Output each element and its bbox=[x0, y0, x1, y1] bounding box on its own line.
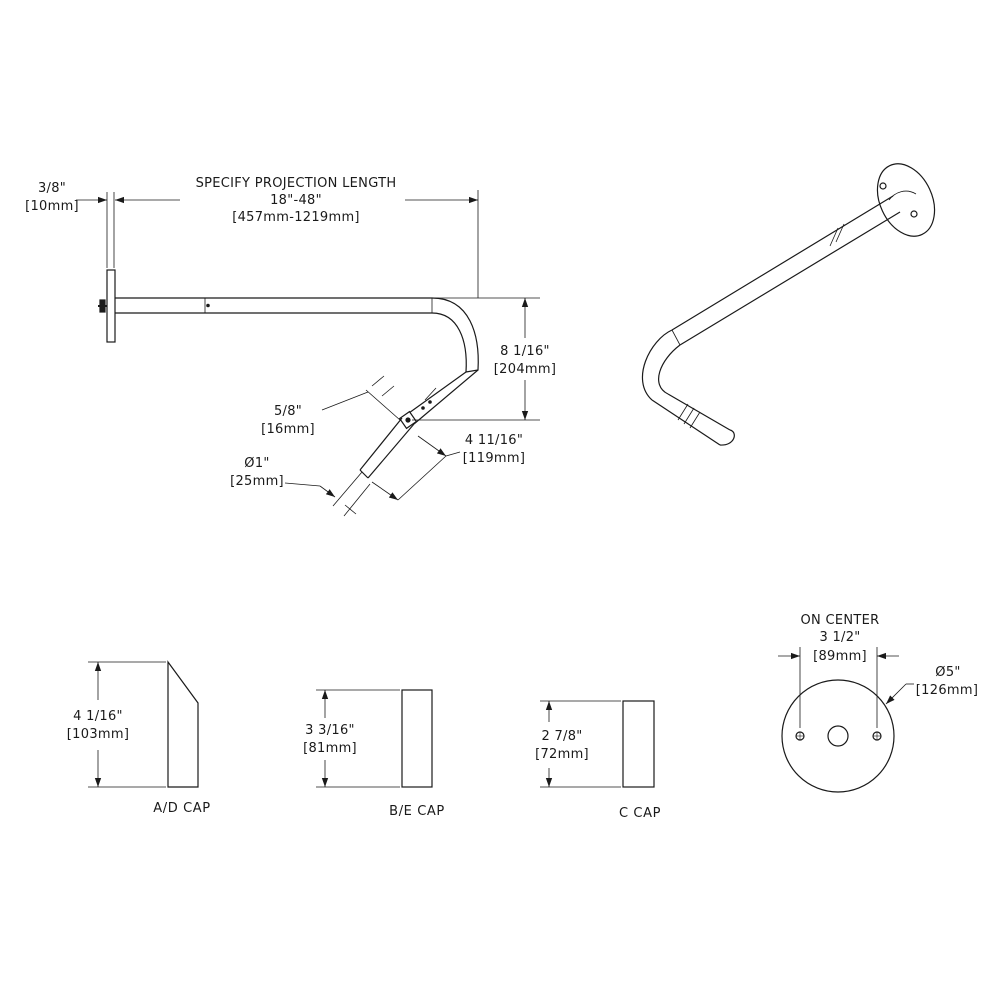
cap-c-height-in: 2 7/8" bbox=[541, 729, 583, 744]
on-center-label: ON CENTER bbox=[800, 613, 880, 628]
cap-ad-drawing bbox=[88, 660, 199, 788]
backplate-drawing bbox=[778, 647, 914, 793]
backplate-diameter-mm: [126mm] bbox=[915, 683, 979, 698]
center-hole bbox=[827, 725, 849, 747]
iso-backplate bbox=[876, 163, 936, 237]
drop-height-in: 8 1/16" bbox=[500, 344, 550, 359]
on-center-mm: [89mm] bbox=[813, 649, 867, 664]
tube-offset-dimension bbox=[321, 375, 401, 421]
backplate-disc bbox=[781, 679, 895, 793]
plate-thickness-mm: [10mm] bbox=[25, 199, 79, 214]
cap-be-height-in: 3 3/16" bbox=[305, 723, 355, 738]
diameter-dimension bbox=[284, 471, 371, 517]
side-view-arm bbox=[98, 269, 479, 479]
tube-offset-in: 5/8" bbox=[273, 404, 303, 419]
end-length-dimension bbox=[371, 435, 461, 501]
cap-c-height-mm: [72mm] bbox=[535, 747, 589, 762]
cap-ad-label: A/D CAP bbox=[153, 801, 211, 816]
drop-height-mm: [204mm] bbox=[493, 362, 557, 377]
cap-be-height-mm: [81mm] bbox=[303, 741, 357, 756]
projection-label: SPECIFY PROJECTION LENGTH bbox=[195, 176, 397, 191]
cap-be-label: B/E CAP bbox=[389, 804, 445, 819]
isometric-view-arm bbox=[641, 163, 936, 446]
projection-dimension bbox=[76, 190, 479, 298]
projection-range-in: 18"-48" bbox=[270, 193, 322, 208]
end-length-mm: [119mm] bbox=[462, 451, 526, 466]
cap-c-drawing bbox=[540, 700, 655, 788]
cap-be-drawing bbox=[316, 689, 433, 788]
cap-c-label: C CAP bbox=[618, 806, 662, 821]
plate-thickness-in: 3/8" bbox=[37, 181, 67, 196]
projection-range-mm: [457mm-1219mm] bbox=[232, 210, 360, 225]
end-length-in: 4 11/16" bbox=[464, 433, 524, 448]
backplate-diameter-in: Ø5" bbox=[935, 665, 961, 680]
on-center-in: 3 1/2" bbox=[819, 630, 861, 645]
wall-plate bbox=[106, 269, 116, 343]
tube-diameter-in: Ø1" bbox=[244, 456, 270, 471]
cap-ad-height-in: 4 1/16" bbox=[73, 709, 123, 724]
drop-height-dimension bbox=[412, 297, 540, 421]
cap-ad-height-mm: [103mm] bbox=[66, 727, 130, 742]
tube-offset-mm: [16mm] bbox=[261, 422, 315, 437]
mount-bolt bbox=[98, 299, 107, 313]
tube-diameter-mm: [25mm] bbox=[230, 474, 284, 489]
